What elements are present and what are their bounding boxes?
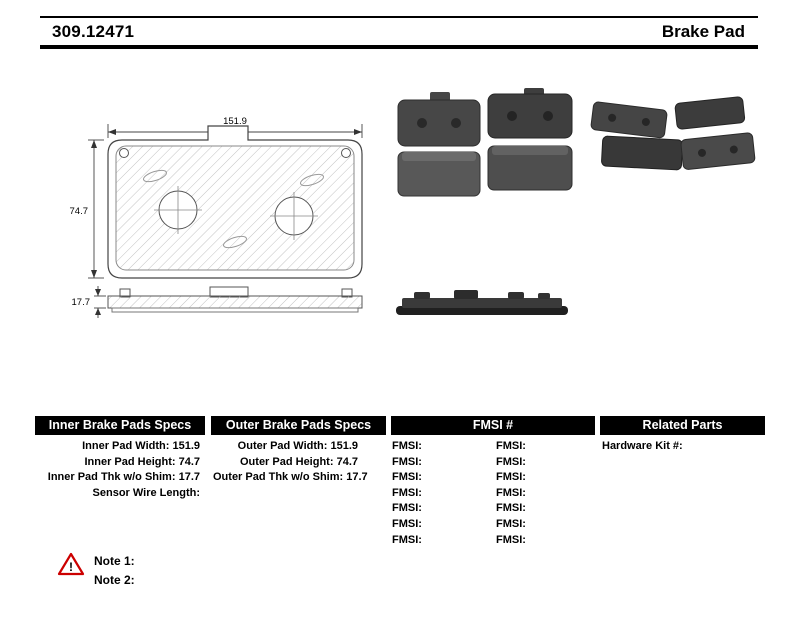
spec-label: Outer Pad Width: — [237, 440, 328, 452]
inner-specs-list: Inner Pad Width: 151.9 Inner Pad Height:… — [37, 439, 200, 501]
fmsi-label: FMSI: — [496, 440, 526, 452]
related-parts-header: Related Parts — [600, 416, 765, 435]
header-bottom-rule — [40, 45, 758, 49]
outer-specs-header: Outer Brake Pads Specs — [211, 416, 386, 435]
spec-row: Inner Pad Width: 151.9 — [37, 439, 200, 455]
fmsi-label: FMSI: — [496, 517, 526, 530]
product-photo-pad-edge — [396, 290, 568, 315]
spec-label: Sensor Wire Length: — [92, 486, 200, 499]
note2-label: Note 2: — [94, 573, 135, 587]
fmsi-label: FMSI: — [392, 471, 422, 484]
fmsi-label: FMSI: — [496, 533, 526, 546]
product-photo-pad-set-front — [397, 88, 573, 197]
related-parts-list: Hardware Kit #: — [602, 439, 762, 455]
part-number: 309.12471 — [52, 22, 135, 41]
fmsi-label: FMSI: — [496, 486, 526, 499]
svg-text:!: ! — [69, 560, 73, 574]
spec-row: Inner Pad Thk w/o Shim: 17.7 — [37, 470, 200, 486]
fmsi-label: FMSI: — [392, 486, 422, 499]
fmsi-label: FMSI: — [392, 533, 422, 546]
fmsi-right-column: FMSI: FMSI: FMSI: FMSI: FMSI: FMSI: FMSI… — [496, 439, 596, 548]
note1-label: Note 1: — [94, 554, 135, 568]
spec-label: Inner Pad Thk w/o Shim: — [47, 471, 176, 484]
spec-row: Outer Pad Height: 74.7 — [213, 455, 358, 471]
technical-drawing: 151.9 74.7 — [70, 116, 363, 318]
spec-label: Outer Pad Height: — [240, 455, 334, 468]
fmsi-label: FMSI: — [392, 440, 422, 452]
fmsi-header: FMSI # — [391, 416, 595, 435]
warning-triangle-icon: ! — [57, 552, 85, 576]
fmsi-label: FMSI: — [392, 517, 422, 530]
spec-label: Inner Pad Width: — [82, 440, 170, 452]
fmsi-label: FMSI: — [496, 455, 526, 468]
outer-specs-list: Outer Pad Width: 151.9 Outer Pad Height:… — [213, 439, 368, 486]
spec-value: 74.7 — [178, 455, 200, 468]
inner-specs-header: Inner Brake Pads Specs — [35, 416, 205, 435]
spec-row: Hardware Kit #: — [602, 439, 762, 455]
product-photos — [396, 88, 756, 315]
dim-height-label: 74.7 — [70, 206, 89, 217]
fmsi-label: FMSI: — [496, 471, 526, 484]
fmsi-left-column: FMSI: FMSI: FMSI: FMSI: FMSI: FMSI: FMSI… — [392, 439, 492, 548]
spec-row: Outer Pad Width: 151.9 — [213, 439, 358, 455]
spec-value: 17.7 — [178, 471, 200, 484]
spec-value: 151.9 — [172, 440, 200, 452]
spec-value: 17.7 — [346, 471, 368, 484]
page-title: Brake Pad — [661, 22, 745, 41]
fmsi-label: FMSI: — [392, 502, 422, 515]
dim-thickness-label: 17.7 — [72, 297, 91, 308]
spec-label: Inner Pad Height: — [84, 455, 176, 468]
spec-row: Outer Pad Thk w/o Shim: 17.7 — [213, 470, 368, 486]
header-top-rule — [40, 16, 758, 18]
spec-row: Inner Pad Height: 74.7 — [37, 455, 200, 471]
spec-label: Hardware Kit #: — [602, 440, 683, 452]
product-photo-pad-set-angled — [590, 96, 756, 171]
spec-value: 151.9 — [330, 440, 358, 452]
fmsi-label: FMSI: — [496, 502, 526, 515]
dim-width-label: 151.9 — [223, 116, 247, 127]
brake-pad-side-view — [107, 286, 363, 313]
spec-value: 74.7 — [336, 455, 358, 468]
spec-label: Outer Pad Thk w/o Shim: — [213, 471, 344, 484]
spec-row: Sensor Wire Length: — [37, 486, 200, 502]
fmsi-label: FMSI: — [392, 455, 422, 468]
